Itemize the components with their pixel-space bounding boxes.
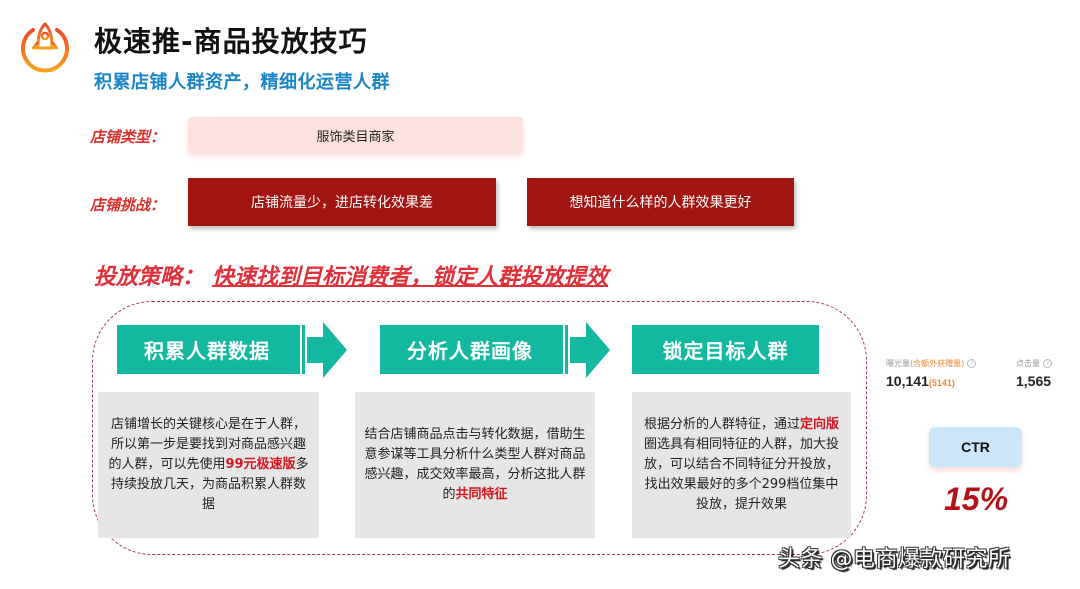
- store-type-value: 服饰类目商家: [188, 117, 523, 153]
- store-challenge-label: 店铺挑战：: [90, 196, 166, 214]
- impressions-value: 10,141: [886, 373, 929, 389]
- step-3-title: 锁定目标人群: [632, 325, 819, 374]
- arrow-right-icon: [297, 322, 347, 378]
- page-subtitle: 积累店铺人群资产，精细化运营人群: [94, 72, 390, 93]
- challenge-box-1: 店铺流量少，进店转化效果差: [188, 178, 496, 226]
- step-1-title: 积累人群数据: [117, 325, 297, 374]
- step-2-title: 分析人群画像: [380, 325, 560, 374]
- step-2-description: 结合店铺商品点击与转化数据，借助生意参谋等工具分析什么类型人群对商品感兴趣，成交…: [355, 392, 595, 538]
- highlight-99-express: 99元极速版: [225, 457, 296, 472]
- challenge-box-2: 想知道什么样的人群效果更好: [527, 178, 794, 226]
- strategy-headline: 快速找到目标消费者，锁定人群投放提效: [212, 265, 609, 290]
- watermark: 头条 @电商爆款研究所: [778, 547, 1011, 572]
- highlight-targeted-version: 定向版: [800, 417, 840, 432]
- strategy-line: 投放策略： 快速找到目标消费者，锁定人群投放提效: [94, 259, 608, 291]
- step-1-description: 店铺增长的关键核心是在于人群，所以第一步是要找到对商品感兴趣的人群，可以先使用9…: [98, 392, 319, 538]
- store-type-label: 店铺类型：: [90, 128, 166, 146]
- impressions-metric: 曝光量(含额外获赠量)? 10,141(5141): [886, 358, 977, 389]
- impressions-bonus-value: (5141): [928, 378, 955, 388]
- highlight-common-features: 共同特征: [455, 487, 508, 502]
- clicks-value: 1,565: [1016, 373, 1052, 389]
- process-frame: [92, 301, 867, 555]
- arrow-right-icon: [560, 322, 610, 378]
- rocket-icon: [16, 18, 74, 76]
- strategy-label: 投放策略：: [94, 265, 205, 290]
- page-title: 极速推-商品投放技巧: [94, 25, 368, 58]
- ctr-value: 15%: [944, 481, 1009, 517]
- help-icon[interactable]: ?: [1043, 359, 1052, 368]
- help-icon[interactable]: ?: [967, 359, 977, 368]
- step-3-description: 根据分析的人群特征，通过定向版圈选具有相同特征的人群，加大投放，可以结合不同特征…: [632, 392, 851, 538]
- ctr-label-box: CTR: [929, 427, 1022, 467]
- clicks-metric: 点击量? 1,565: [1016, 359, 1052, 389]
